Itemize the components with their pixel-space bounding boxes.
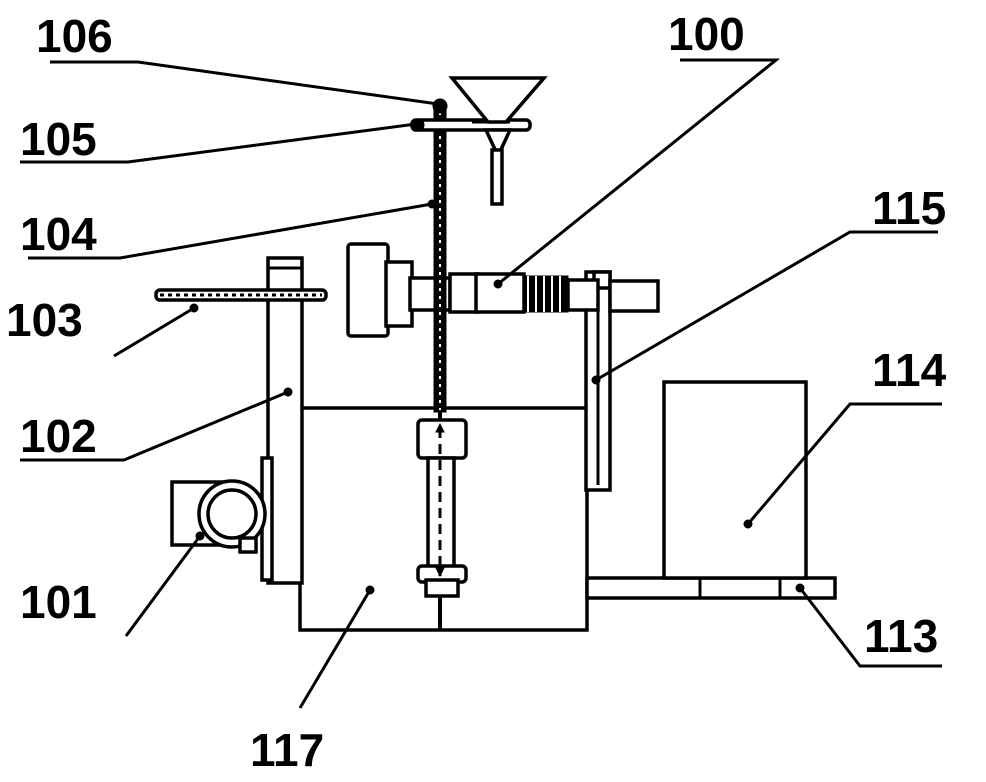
leader-lines xyxy=(20,58,942,709)
inner-fitting xyxy=(416,418,468,598)
box-114 xyxy=(662,380,808,580)
label-106: 106 xyxy=(36,10,113,62)
support-frame-102 xyxy=(260,256,304,585)
label-101: 101 xyxy=(20,576,97,628)
funnel xyxy=(448,76,548,206)
label-114: 114 xyxy=(872,344,947,396)
label-102: 102 xyxy=(20,410,97,462)
rod-103 xyxy=(154,288,328,302)
label-115: 115 xyxy=(872,182,946,234)
collar-105 xyxy=(410,118,532,132)
label-105: 105 xyxy=(20,113,97,165)
motor-101 xyxy=(170,479,267,554)
label-103: 103 xyxy=(6,294,83,346)
label-100: 100 xyxy=(668,8,745,60)
label-113: 113 xyxy=(864,610,938,662)
label-117: 117 xyxy=(250,724,324,776)
label-104: 104 xyxy=(20,208,97,260)
